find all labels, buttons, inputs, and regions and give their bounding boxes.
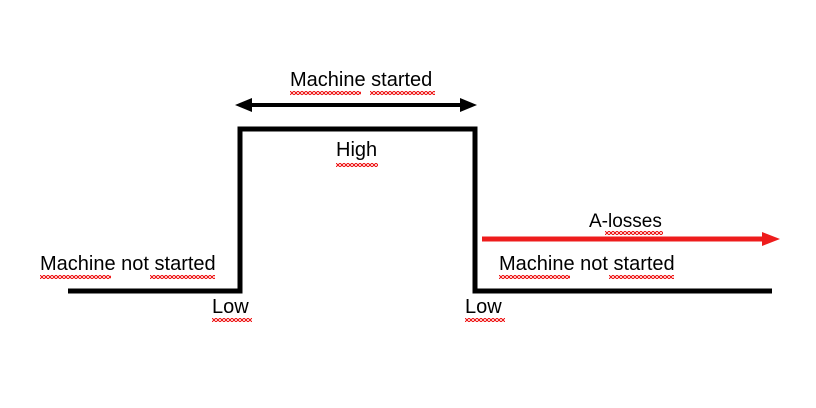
spellcheck-squiggle-machine-started-word2 bbox=[370, 91, 435, 95]
spellcheck-squiggle-mns-left-word1 bbox=[40, 275, 111, 279]
spellcheck-squiggle-low-right bbox=[465, 318, 505, 322]
label-low-left: Low bbox=[212, 296, 249, 318]
spellcheck-squiggle-mns-right-word1 bbox=[499, 275, 570, 279]
span-arrow-head-right bbox=[460, 98, 477, 112]
machine-started-span-arrow bbox=[235, 98, 477, 112]
a-losses-arrow bbox=[482, 232, 780, 246]
spellcheck-squiggle-low-left bbox=[212, 318, 252, 322]
span-arrow-head-left bbox=[235, 98, 252, 112]
waveform-step-line bbox=[68, 126, 772, 294]
label-machine-started: Machine started bbox=[290, 69, 433, 91]
a-losses-arrow-head bbox=[762, 232, 780, 246]
spellcheck-squiggle-mns-left-word2 bbox=[150, 275, 215, 279]
spellcheck-squiggle-high bbox=[336, 163, 378, 167]
spellcheck-squiggle-a-losses bbox=[605, 231, 663, 235]
label-low-right: Low bbox=[465, 296, 502, 318]
label-machine-not-started-right: Machine not started bbox=[499, 253, 675, 275]
label-a-losses: A-losses bbox=[589, 211, 662, 232]
spellcheck-squiggle-mns-right-word2 bbox=[609, 275, 674, 279]
label-machine-not-started-left: Machine not started bbox=[40, 253, 216, 275]
spellcheck-squiggle-machine-started-word1 bbox=[290, 91, 361, 95]
label-high: High bbox=[336, 139, 378, 161]
